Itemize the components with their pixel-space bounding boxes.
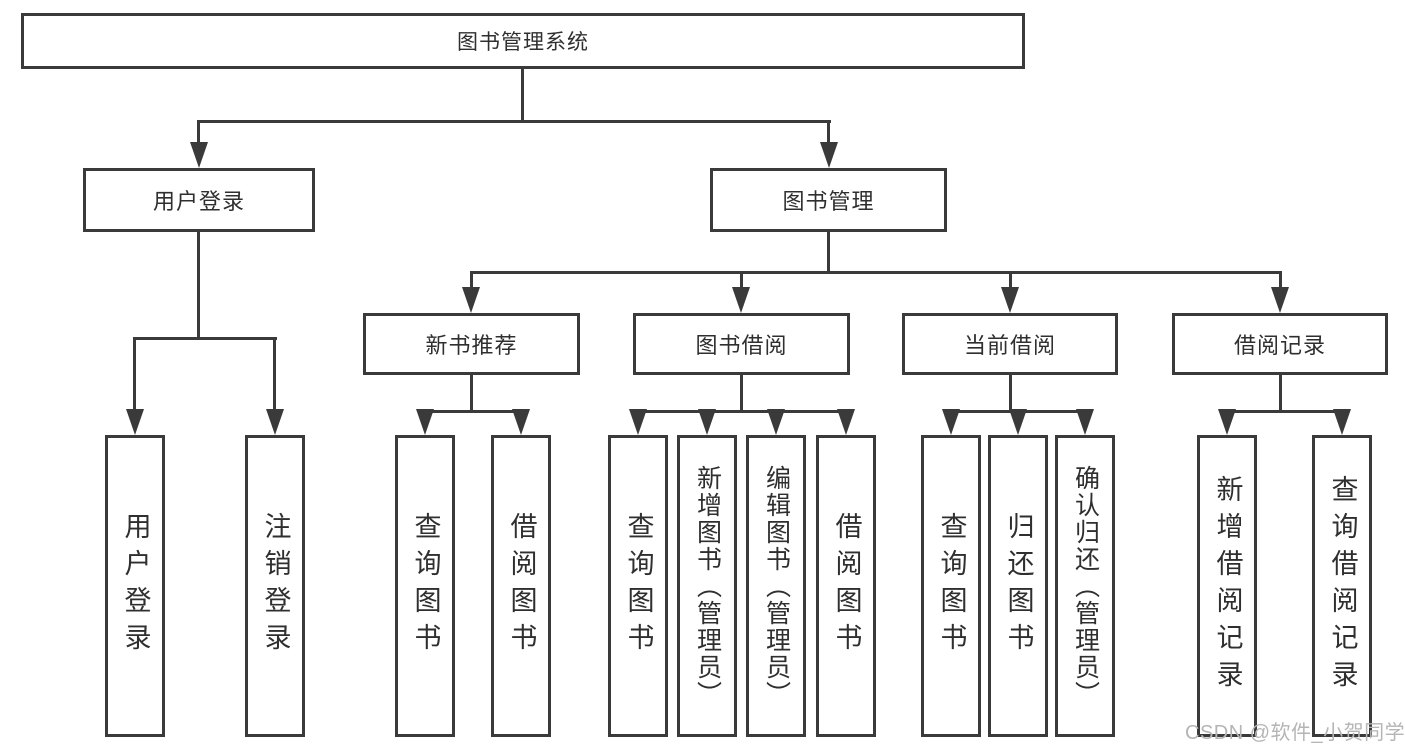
leaf-user-login-label: 用户登录: [120, 512, 151, 660]
connector-leaf-user-login-drop: [133, 337, 136, 413]
leaf-borrow-edit-books-admin: 编辑图书（管理员）: [746, 435, 806, 737]
arrowhead-to-leaf-current-confirm-icon: [1076, 409, 1094, 435]
node-user-login-label: 用户登录: [152, 189, 245, 214]
connector-book-mgmt-drop: [827, 120, 830, 146]
connector-new-book-bus: [424, 410, 523, 413]
leaf-current-confirm-return-admin-label: 确认归还（管理员）: [1071, 464, 1100, 708]
node-new-book-recommend: 新书推荐: [363, 313, 580, 375]
node-borrowing-records-label: 借阅记录: [1233, 333, 1326, 358]
arrowhead-to-leaf-borrow-add-icon: [698, 409, 716, 435]
node-book-borrowing-label: 图书借阅: [695, 333, 788, 358]
connector-level2-bus: [197, 120, 831, 123]
node-root-label: 图书管理系统: [457, 31, 589, 54]
arrowhead-to-leaf-borrow-edit-icon: [767, 409, 785, 435]
connector-borrowing-records-bus: [1226, 410, 1344, 413]
leaf-records-query-record-label: 查询借阅记录: [1327, 475, 1358, 697]
node-root-system: 图书管理系统: [21, 13, 1025, 69]
leaf-borrow-query-books: 查询图书: [608, 435, 668, 737]
arrowhead-to-leaf-records-query-icon: [1333, 409, 1351, 435]
connector-current-borrowing-drop: [1009, 271, 1012, 291]
leaf-newrec-query-books-label: 查询图书: [410, 512, 441, 660]
leaf-current-return-books: 归还图书: [988, 435, 1048, 737]
leaf-logout-label: 注销登录: [260, 512, 291, 660]
connector-borrowing-records-drop: [1279, 271, 1282, 291]
arrowhead-to-leaf-borrow-borrow-icon: [837, 409, 855, 435]
node-current-borrowing-label: 当前借阅: [963, 333, 1056, 358]
leaf-borrow-borrow-books-label: 借阅图书: [831, 512, 862, 660]
connector-new-book-stem: [470, 375, 473, 413]
connector-level3-bus: [470, 271, 1282, 274]
arrowhead-to-borrowing-records-icon: [1271, 287, 1289, 313]
node-book-management-label: 图书管理: [782, 189, 875, 214]
arrowhead-to-leaf-current-query-icon: [942, 409, 960, 435]
leaf-borrow-query-books-label: 查询图书: [623, 512, 654, 660]
leaf-newrec-borrow-books-label: 借阅图书: [506, 512, 537, 660]
node-new-book-recommend-label: 新书推荐: [425, 333, 518, 358]
connector-book-borrowing-drop: [740, 271, 743, 291]
connector-root-stem: [521, 68, 524, 122]
connector-current-borrowing-stem: [1009, 375, 1012, 413]
leaf-current-confirm-return-admin: 确认归还（管理员）: [1055, 435, 1115, 737]
leaf-borrow-add-books-admin: 新增图书（管理员）: [677, 435, 737, 737]
node-borrowing-records: 借阅记录: [1172, 313, 1388, 375]
arrowhead-to-current-borrowing-icon: [1001, 287, 1019, 313]
connector-borrowing-records-stem: [1279, 375, 1282, 413]
connector-user-login-stem: [197, 232, 200, 340]
arrowhead-to-leaf-logout-icon: [266, 409, 284, 435]
node-user-login: 用户登录: [83, 168, 315, 232]
node-book-borrowing: 图书借阅: [633, 313, 850, 375]
node-current-borrowing: 当前借阅: [902, 313, 1118, 375]
connector-book-borrowing-stem: [740, 375, 743, 413]
arrowhead-to-leaf-records-add-icon: [1218, 409, 1236, 435]
leaf-user-login: 用户登录: [105, 435, 165, 737]
arrowhead-to-leaf-borrow-query-icon: [629, 409, 647, 435]
leaf-current-query-books: 查询图书: [921, 435, 981, 737]
arrowhead-to-book-borrowing-icon: [732, 287, 750, 313]
leaf-borrow-add-books-admin-label: 新增图书（管理员）: [693, 464, 722, 708]
leaf-records-add-record-label: 新增借阅记录: [1212, 475, 1243, 697]
leaf-current-query-books-label: 查询图书: [936, 512, 967, 660]
connector-book-borrowing-bus: [637, 410, 848, 413]
leaf-borrow-edit-books-admin-label: 编辑图书（管理员）: [762, 464, 791, 708]
arrowhead-to-leaf-newrec-borrow-icon: [512, 409, 530, 435]
arrowhead-to-new-book-recommend-icon: [462, 287, 480, 313]
leaf-records-query-record: 查询借阅记录: [1312, 435, 1372, 737]
arrowhead-to-leaf-newrec-query-icon: [416, 409, 434, 435]
leaf-borrow-borrow-books: 借阅图书: [816, 435, 876, 737]
arrowhead-to-leaf-user-login-icon: [126, 409, 144, 435]
node-book-management: 图书管理: [710, 168, 947, 232]
arrowhead-to-book-management-icon: [820, 142, 838, 168]
connector-user-login-drop: [197, 120, 200, 146]
leaf-logout: 注销登录: [245, 435, 305, 737]
connector-book-mgmt-stem: [827, 232, 830, 274]
connector-leaf-logout-drop: [273, 337, 276, 413]
leaf-newrec-borrow-books: 借阅图书: [491, 435, 551, 737]
connector-user-login-bus: [133, 337, 277, 340]
csdn-watermark: CSDN @软件_小贺同学: [1185, 722, 1405, 744]
leaf-current-return-books-label: 归还图书: [1003, 512, 1034, 660]
connector-new-book-drop: [470, 271, 473, 291]
leaf-newrec-query-books: 查询图书: [395, 435, 455, 737]
arrowhead-to-leaf-current-return-icon: [1009, 409, 1027, 435]
arrowhead-to-user-login-icon: [190, 142, 208, 168]
leaf-records-add-record: 新增借阅记录: [1197, 435, 1257, 737]
